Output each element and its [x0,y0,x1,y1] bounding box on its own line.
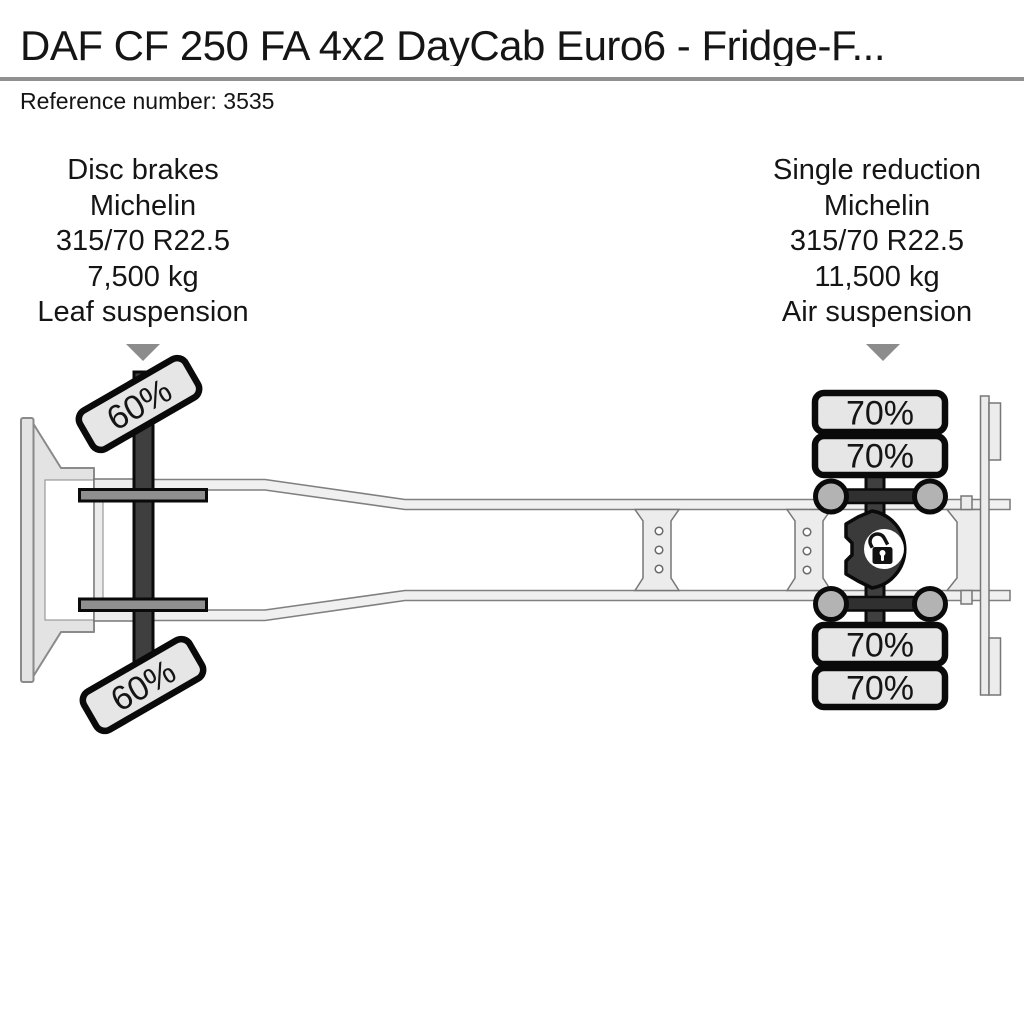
rear-bracket-bottom [960,589,973,605]
leaf-spring-bottom [78,597,208,612]
rear-axle-reduction: Single reduction [773,154,981,186]
front-axle-brakes: Disc brakes [67,154,219,186]
front-axle-suspension: Leaf suspension [37,296,249,328]
air-bellow [813,586,849,622]
reference-value: 3535 [223,88,275,114]
crossmember-hole [802,527,812,537]
padlock-shackle [868,532,890,549]
rear-axle-tire-size: 315/70 R22.5 [789,225,965,257]
rear-crossmember [945,508,983,592]
front-axle-tire-size: 315/70 R22.5 [55,225,231,257]
tire-tread-label: 70% [846,670,914,708]
tire [79,635,207,735]
page-title: DAF CF 250 FA 4x2 DayCab Euro6 - Fridge-… [20,26,886,66]
rear-tire-outer-right [811,664,949,711]
front-bumper [20,417,95,683]
rear-plate-bottom [988,637,1002,696]
front-axle-specs: Disc brakes Michelin 315/70 R22.5 7,500 … [0,153,293,331]
air-bellow [813,478,849,515]
crossmember-hole [654,526,664,536]
crossmember-hole [802,565,812,575]
front-axle-tire-brand: Michelin [89,189,197,222]
rear-plate-top [988,402,1002,461]
reference-number: Reference number: 3535 [20,88,274,114]
leaf-spring-top [78,488,208,503]
rear-axle-pointer-icon [866,344,900,361]
air-bellow [912,586,948,622]
rear-tire-inner-right [811,621,949,668]
title-divider [0,77,1024,81]
bumper-yoke-opening [44,479,95,621]
air-bellow [912,478,948,515]
tire [75,354,203,454]
rear-axle-load: 11,500 kg [814,260,940,293]
front-axle-load: 7,500 kg [87,260,199,293]
crossmember-hole [654,545,664,555]
padlock-keyhole-slot [881,553,884,561]
reference-label: Reference number: [20,88,217,114]
rear-axle-suspension: Air suspension [781,296,973,328]
rear-bracket-top [960,495,973,511]
crossmember-hole [802,546,812,556]
crossmember-hole [654,564,664,574]
tire-tread-label: 70% [846,438,914,476]
tire-tread-label: 70% [846,627,914,665]
diff-lock-icon [864,529,904,569]
front-axle-pointer-icon [126,344,160,361]
rear-axle-group: 70% 70% 70% 70% [811,389,949,711]
bumper-bar [20,417,35,683]
rear-axle-tire-brand: Michelin [823,189,931,222]
tire-tread-label: 70% [846,395,914,433]
rear-axle-specs: Single reduction Michelin 315/70 R22.5 1… [727,153,1024,331]
rear-underrun-bar [979,395,990,696]
rear-tire-inner-left [811,432,949,479]
padlock-keyhole [879,550,886,556]
rear-tire-outer-left [811,389,949,436]
